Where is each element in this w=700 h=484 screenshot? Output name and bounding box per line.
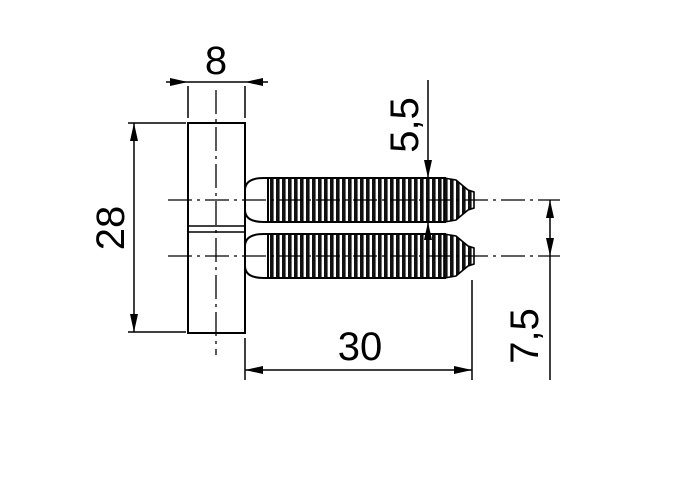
- dimension-pin-spacing: [546, 200, 554, 380]
- pin-head: [187, 122, 246, 334]
- dimension-thread-diameter: [424, 80, 432, 240]
- dimension-thread-length: [244, 280, 473, 380]
- dimension-overall-height: [128, 122, 186, 333]
- head-width-label: 8: [205, 39, 227, 83]
- overall-height-label: 28: [89, 206, 133, 251]
- thread-length-label: 30: [338, 325, 383, 369]
- dimension-head-width: [166, 78, 268, 118]
- thread-diameter-label: 5,5: [383, 97, 427, 153]
- pin-spacing-label: 7,5: [503, 308, 547, 364]
- center-lines: [168, 90, 560, 355]
